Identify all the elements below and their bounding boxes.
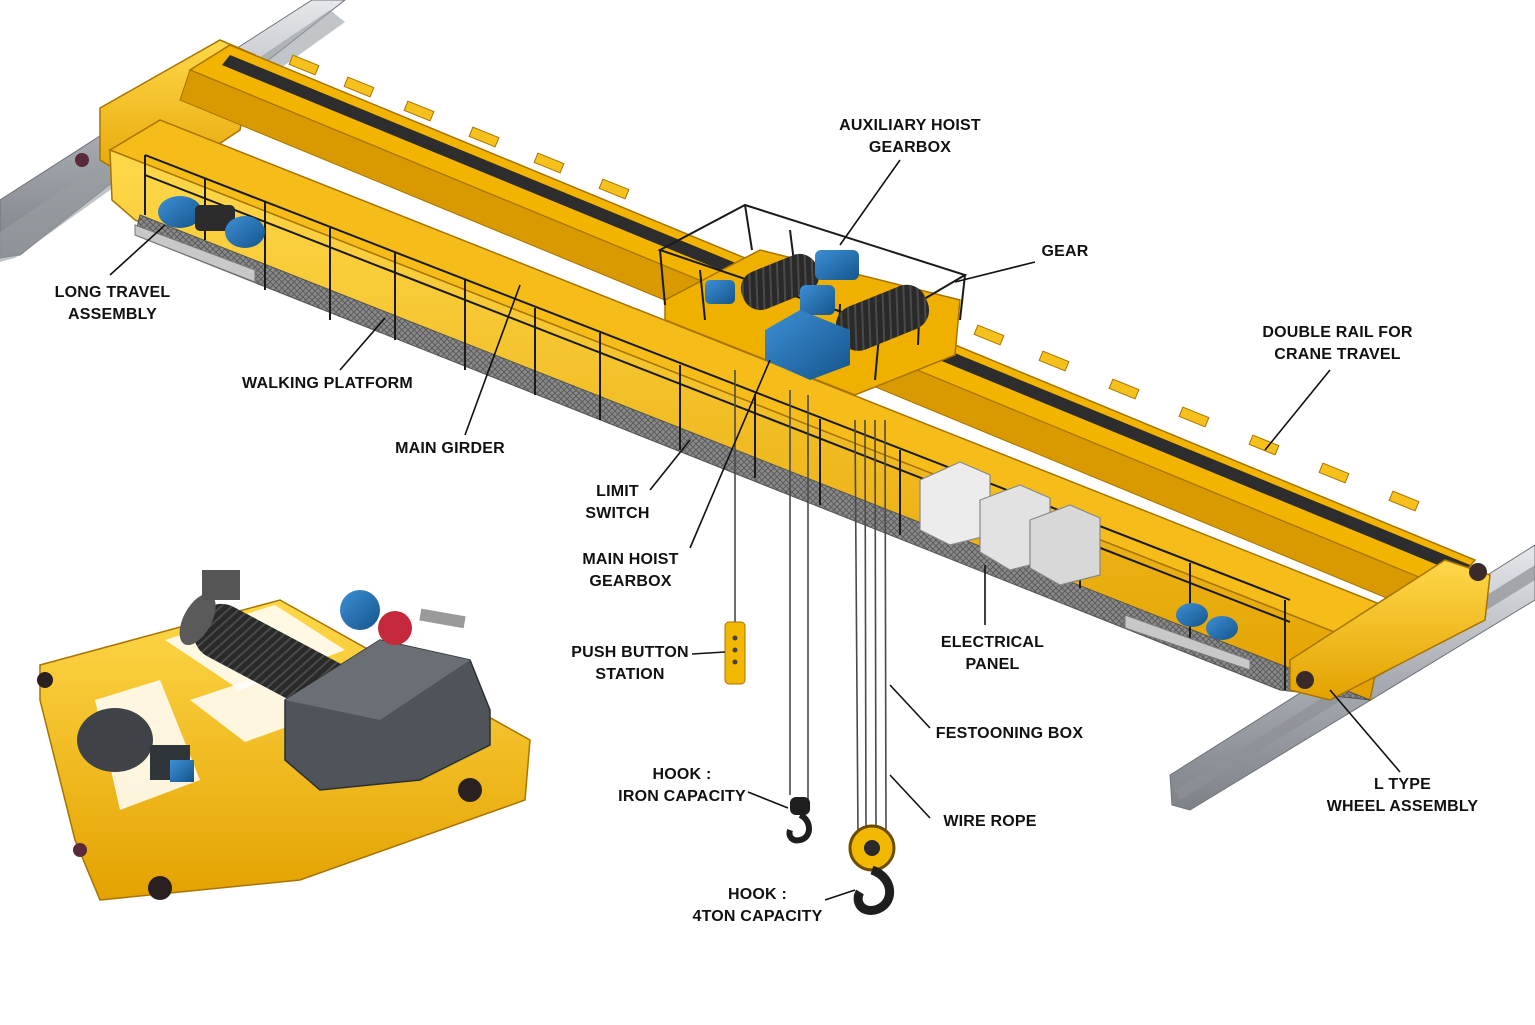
leader-l-type-wheel: [1329, 689, 1401, 773]
leader-gear: [954, 261, 1036, 283]
leader-walking-platform: [339, 317, 386, 371]
label-limit-switch: LIMIT SWITCH: [585, 483, 650, 522]
wheel-left-1: [75, 153, 89, 167]
leader-festooning: [889, 684, 931, 729]
label-festooning-box: FESTOONING BOX: [935, 725, 1084, 742]
main-crane: [75, 39, 1491, 915]
hoist-trolley: [657, 203, 968, 396]
label-long-travel-assembly: LONG TRAVEL ASSEMBLY: [54, 284, 171, 323]
wheel-right-1: [1296, 671, 1314, 689]
inset-travel-motor: [77, 708, 153, 772]
label-hook-iron-capacity: HOOK : IRON CAPACITY: [618, 766, 746, 805]
leader-lines: [109, 159, 1401, 901]
label-gear: GEAR: [1041, 243, 1089, 260]
label-electrical-panel: ELECTRICAL PANEL: [940, 634, 1045, 673]
label-push-button-station: PUSH BUTTON STATION: [571, 644, 689, 683]
inset-wheel-1: [148, 876, 172, 900]
leader-wire-rope: [889, 774, 931, 819]
label-hook-4ton-capacity: HOOK : 4TON CAPACITY: [692, 886, 823, 925]
leader-main-hoist: [689, 359, 771, 549]
hoist-ropes: [734, 370, 887, 836]
inset-wheel-4: [73, 843, 87, 857]
rail-clips: [288, 54, 1420, 512]
leader-long-travel: [109, 224, 166, 276]
label-l-type-wheel-assembly: L TYPE WHEEL ASSEMBLY: [1326, 776, 1479, 815]
leader-double-rail: [1264, 369, 1331, 451]
main-hoist-gearbox: [765, 310, 850, 380]
electrical-panel-boxes: [919, 461, 1101, 586]
label-auxiliary-hoist-gearbox: AUXILIARY HOIST GEARBOX: [839, 117, 981, 156]
wheel-right-2: [1469, 563, 1487, 581]
long-travel-motor-right: [1124, 603, 1251, 671]
aux-hoist-gearbox: [815, 250, 859, 280]
end-truck-right: [1289, 559, 1491, 701]
inset-wheel-3: [37, 672, 53, 688]
leader-hook-iron: [747, 791, 789, 809]
long-travel-motor-left: [134, 196, 265, 283]
inset-drum-end: [202, 570, 240, 600]
leader-limit-switch: [649, 439, 691, 491]
label-double-rail: DOUBLE RAIL FOR CRANE TRAVEL: [1262, 324, 1413, 363]
aux-hoist-drum: [740, 253, 820, 311]
inset-brake: [378, 611, 412, 645]
push-button-pendant: [724, 621, 746, 685]
hook-large: [848, 824, 896, 915]
main-hoist-drum: [835, 284, 930, 351]
label-wire-rope: WIRE ROPE: [943, 813, 1037, 830]
inset-motor: [340, 590, 380, 630]
leader-aux-hoist: [839, 159, 901, 246]
leader-push-button: [691, 651, 726, 655]
trolley-inset: [37, 570, 531, 901]
label-main-girder: MAIN GIRDER: [395, 440, 505, 457]
label-main-hoist-gearbox: MAIN HOIST GEARBOX: [582, 551, 679, 590]
label-walking-platform: WALKING PLATFORM: [242, 375, 413, 392]
leader-main-girder: [464, 284, 521, 436]
inset-wheel-2: [458, 778, 482, 802]
leader-hook-4ton: [824, 889, 856, 901]
hook-small: [786, 797, 812, 844]
